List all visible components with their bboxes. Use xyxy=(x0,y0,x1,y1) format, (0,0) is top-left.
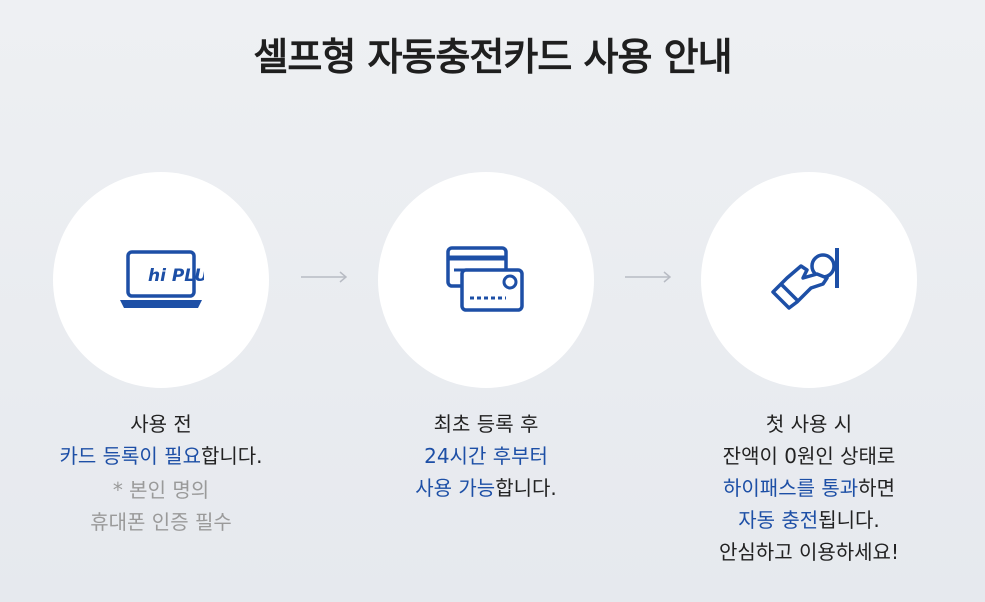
step-3-text: 첫 사용 시 잔액이 0원인 상태로 하이패스를 통과하면 자동 충전됩니다. … xyxy=(659,408,959,568)
laptop-hipass-icon: hi PLUS xyxy=(120,250,204,308)
step-3-line4: 자동 충전됩니다. xyxy=(659,504,959,536)
step-3-line5: 안심하고 이용하세요! xyxy=(719,540,899,564)
step-2-text: 최초 등록 후 24시간 후부터 사용 가능합니다. xyxy=(336,408,636,504)
step-3-circle xyxy=(701,172,917,388)
step-1-circle: hi PLUS xyxy=(53,172,269,388)
step-2-line3-rest: 합니다. xyxy=(495,476,557,500)
step-3-line4-rest: 됩니다. xyxy=(818,508,880,532)
step-1-line2-rest: 합니다. xyxy=(200,444,263,468)
step-3-highlight-1: 하이패스를 통과 xyxy=(723,476,859,500)
step-1-line1: 사용 전 xyxy=(130,412,192,436)
step-1-text: 사용 전 카드 등록이 필요합니다. * 본인 명의 휴대폰 인증 필수 xyxy=(11,408,311,538)
step-2-line2: 24시간 후부터 xyxy=(424,444,548,468)
step-1-highlight: 카드 등록이 필요 xyxy=(59,444,201,468)
step-1-note1: * 본인 명의 xyxy=(112,478,210,502)
laptop-logo: hi PLUS xyxy=(148,266,204,286)
step-2-circle xyxy=(378,172,594,388)
step-3-line3: 하이패스를 통과하면 xyxy=(659,472,959,504)
arrow-icon xyxy=(301,271,347,283)
step-3-line3-rest: 하면 xyxy=(858,476,895,500)
credit-cards-icon xyxy=(446,246,524,312)
step-2-line1: 최초 등록 후 xyxy=(433,412,539,436)
arrow-icon xyxy=(625,271,671,283)
step-3-highlight-2: 자동 충전 xyxy=(738,508,819,532)
step-2-line3: 사용 가능합니다. xyxy=(336,472,636,504)
step-1-line2: 카드 등록이 필요합니다. xyxy=(11,440,311,472)
step-1-note2: 휴대폰 인증 필수 xyxy=(90,510,232,534)
step-3-line2: 잔액이 0원인 상태로 xyxy=(722,444,896,468)
step-2-highlight: 사용 가능 xyxy=(415,476,496,500)
step-3-line1: 첫 사용 시 xyxy=(765,412,853,436)
hand-coin-icon xyxy=(771,248,839,310)
page-title: 셀프형 자동충전카드 사용 안내 xyxy=(253,35,732,79)
